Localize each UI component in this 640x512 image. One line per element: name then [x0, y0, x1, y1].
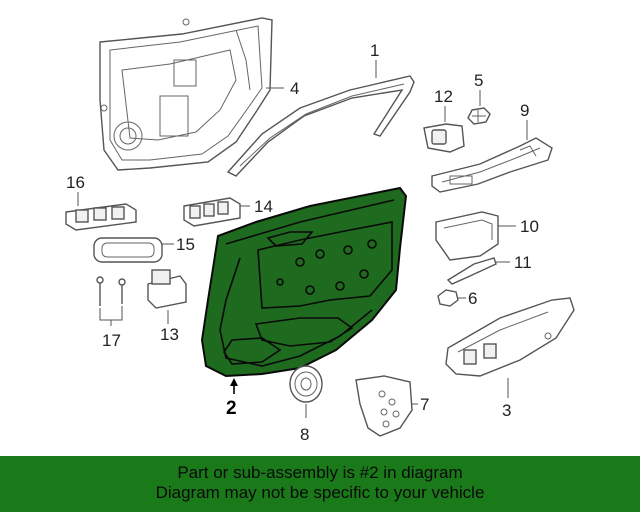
part-6-nut[interactable]: [437, 289, 459, 307]
callout-13: 13: [160, 325, 179, 344]
banner-line-2: Diagram may not be specific to your vehi…: [155, 483, 485, 502]
callout-8: 8: [300, 425, 309, 444]
part-7-bracket[interactable]: [355, 375, 413, 437]
part-12-switch[interactable]: [423, 123, 465, 153]
part-17-clips[interactable]: [96, 276, 126, 306]
part-15-bezel[interactable]: [93, 237, 163, 263]
callout-14: 14: [254, 197, 273, 216]
callout-1: 1: [370, 41, 379, 60]
part-5-screw[interactable]: [467, 107, 491, 125]
callout-12: 12: [434, 87, 453, 106]
part-8-speaker[interactable]: [289, 365, 323, 403]
part-2-door-trim-panel[interactable]: [200, 186, 408, 378]
parts-diagram: 4 1 12 5 9 16 1: [65, 17, 575, 444]
callout-7: 7: [420, 395, 429, 414]
part-13-switch[interactable]: [147, 269, 187, 309]
callout-11: 11: [514, 253, 532, 272]
callout-6: 6: [468, 289, 477, 308]
disclaimer-banner: Part or sub-assembly is #2 in diagram Di…: [0, 456, 640, 512]
part-3-lower-trim[interactable]: [445, 297, 575, 377]
callout-10: 10: [520, 217, 539, 236]
part-4-door-frame[interactable]: [99, 17, 273, 171]
part-14-window-switch[interactable]: [183, 197, 241, 227]
callout-5: 5: [474, 71, 483, 90]
callout-15: 15: [176, 235, 195, 254]
callout-16: 16: [66, 173, 85, 192]
callout-9: 9: [520, 101, 529, 120]
part-1-belt-moulding[interactable]: [226, 75, 415, 177]
part-16-switch-bezel[interactable]: [65, 203, 137, 231]
part-11-reflector[interactable]: [446, 257, 497, 285]
part-10-pocket[interactable]: [435, 211, 499, 261]
callout-4: 4: [290, 79, 299, 98]
banner-line-1: Part or sub-assembly is #2 in diagram: [177, 463, 463, 482]
part-9-pull-handle[interactable]: [431, 137, 553, 193]
callout-3: 3: [502, 401, 511, 420]
callout-2: 2: [226, 398, 237, 419]
callout-17: 17: [102, 331, 121, 350]
